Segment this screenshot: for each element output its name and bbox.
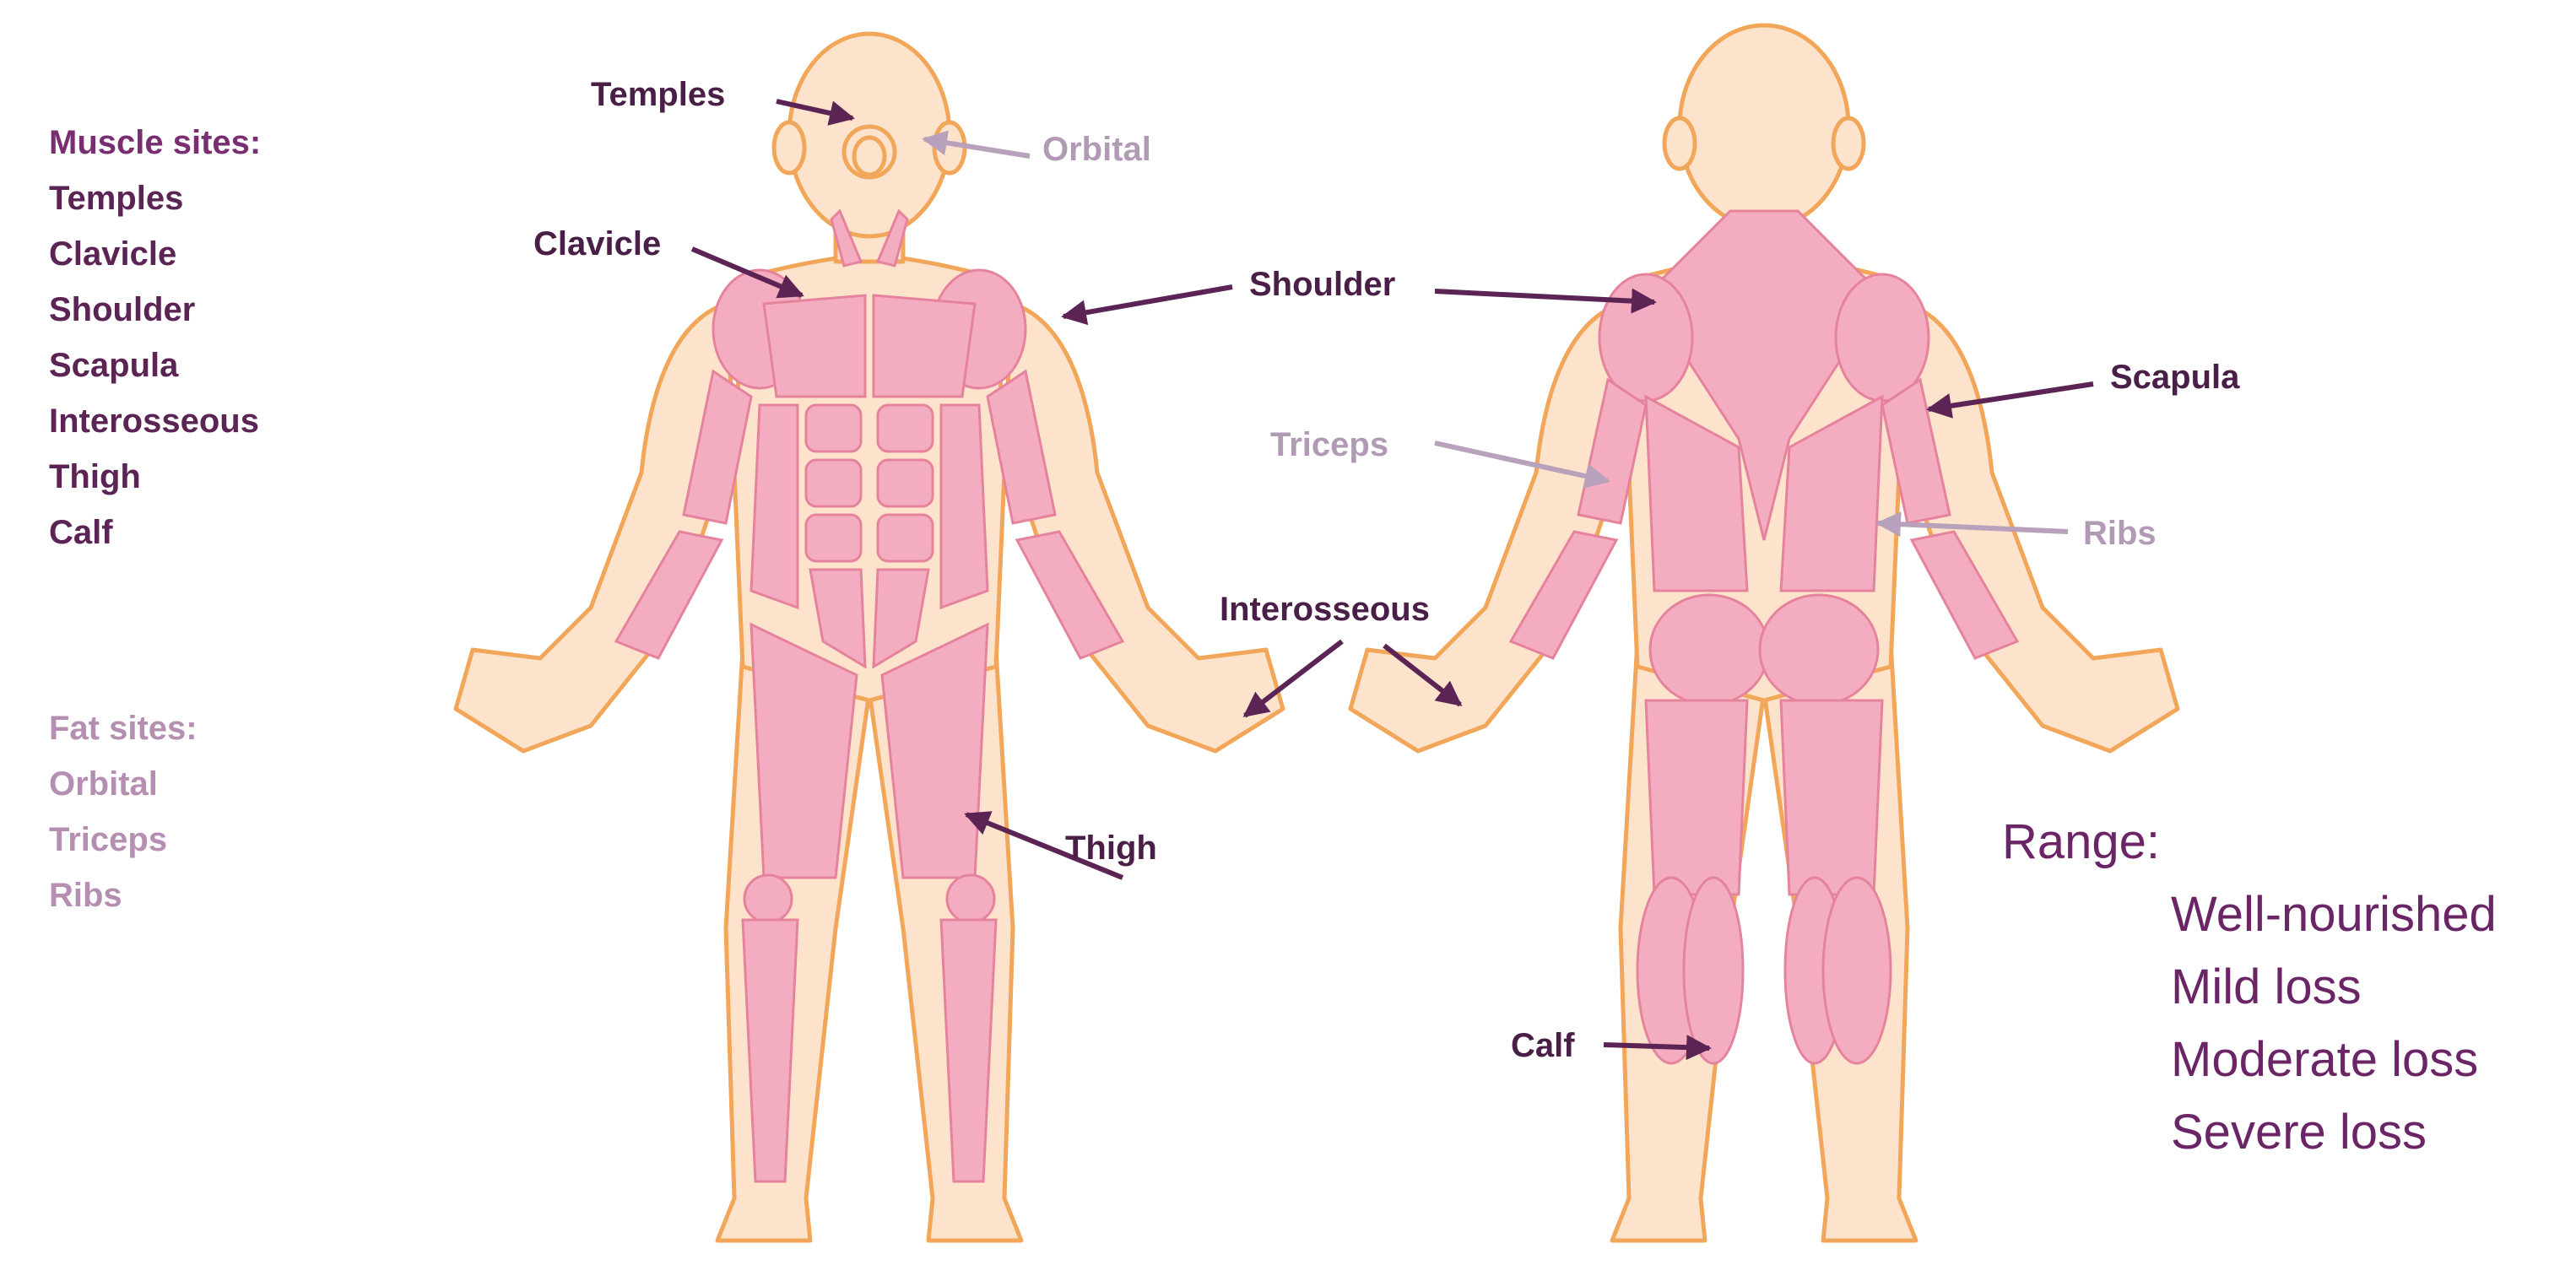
calf-arrow: [1604, 1045, 1709, 1048]
triceps-label: Triceps: [1270, 426, 1388, 463]
scapula-label: Scapula: [2110, 359, 2240, 396]
temples-label: Temples: [591, 76, 725, 113]
shoulder-label: Shoulder: [1249, 266, 1395, 303]
thigh-label: Thigh: [1065, 830, 1157, 867]
calf-label: Calf: [1511, 1027, 1575, 1064]
shoulder-arrow-front: [1063, 287, 1232, 316]
clavicle-label: Clavicle: [533, 225, 661, 262]
interosseous-label: Interosseous: [1220, 591, 1430, 628]
front-body-figure: [456, 34, 1283, 1241]
ribs-label: Ribs: [2083, 515, 2157, 552]
orbital-label: Orbital: [1042, 131, 1151, 168]
